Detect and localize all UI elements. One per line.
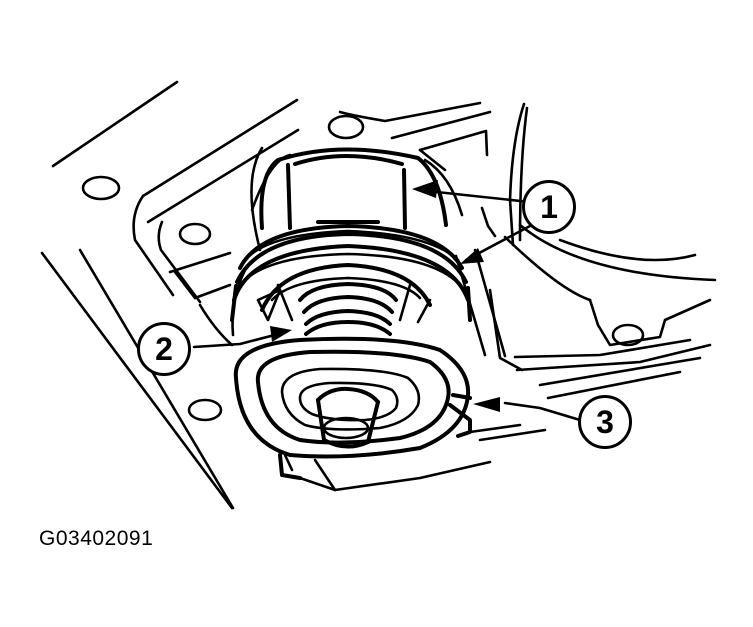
- thermostat-body: [250, 147, 464, 230]
- thermostat-base: [233, 336, 471, 459]
- figure-id-label: G03402091: [39, 527, 154, 550]
- callout-2-number: 2: [155, 331, 173, 367]
- callout-1: 1: [522, 180, 576, 234]
- callout-3: 3: [578, 395, 632, 449]
- housing-plate-outline: [40, 80, 300, 510]
- gasket-lines-right: [454, 248, 712, 400]
- thermostat-valve-pin: [316, 386, 380, 449]
- thermostat-spring: [256, 263, 432, 336]
- callout-1-number: 1: [540, 189, 558, 225]
- gasket-outline-upper: [338, 101, 529, 247]
- gasket-curves-left: [168, 146, 264, 347]
- thermostat-bracket-tab: [448, 393, 472, 438]
- bolt-holes: [81, 114, 645, 422]
- callout-2: 2: [137, 322, 191, 376]
- thermostat-flange-rings: [230, 224, 472, 322]
- housing-lower-bracket: [278, 423, 547, 492]
- callout-3-number: 3: [596, 404, 614, 440]
- housing-arcs-right: [503, 223, 717, 347]
